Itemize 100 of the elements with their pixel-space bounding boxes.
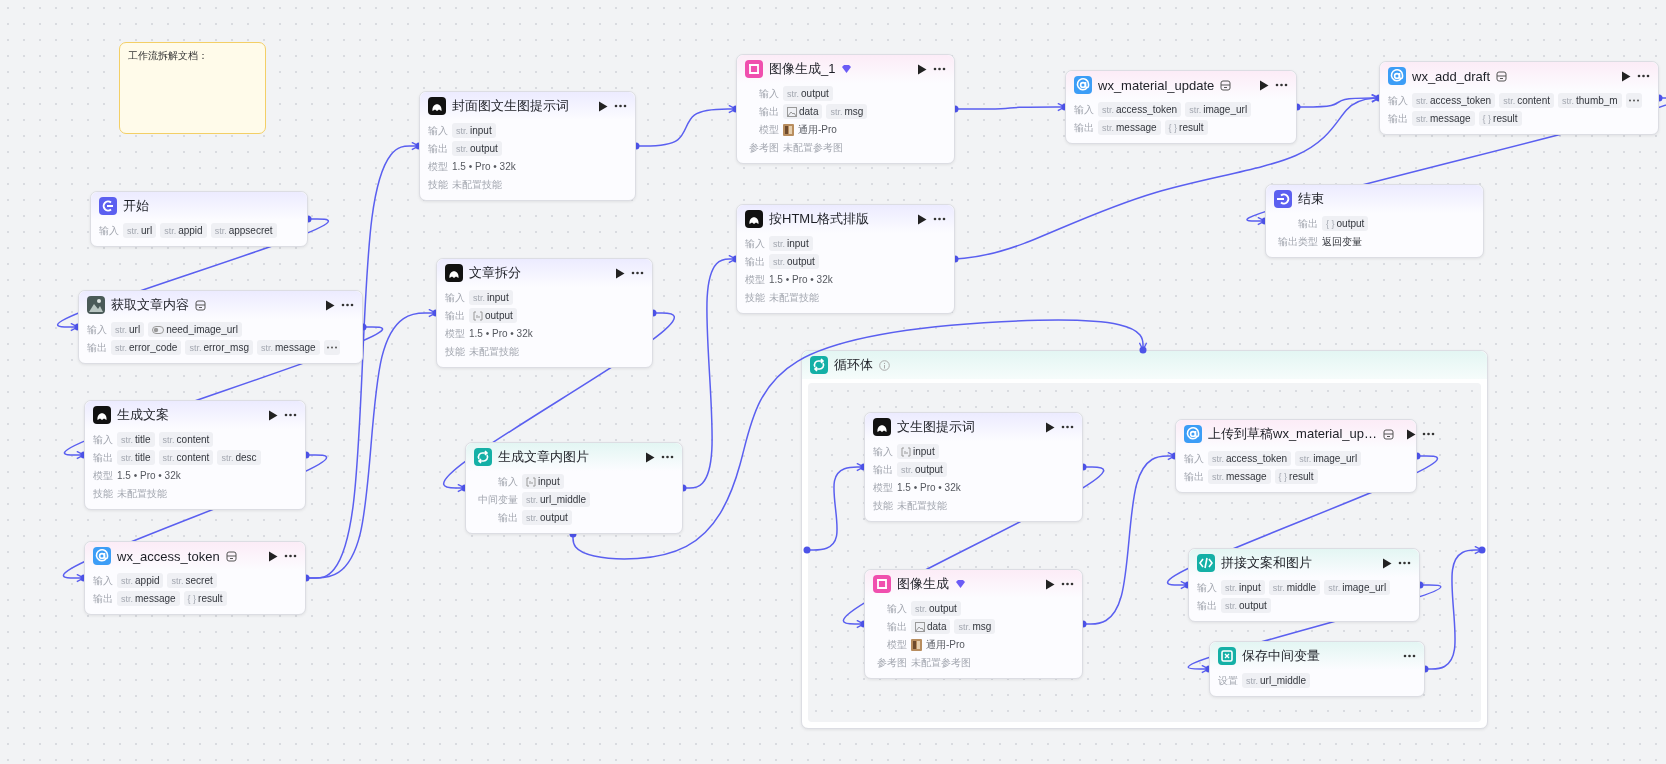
type-label: str. <box>121 593 133 604</box>
parameter-name: input <box>787 238 809 249</box>
type-label: str. <box>830 106 843 117</box>
sticky-note <box>119 42 266 134</box>
parameter-name: output <box>470 143 498 154</box>
type-label: str. <box>773 256 785 267</box>
type-label: str. <box>473 292 485 303</box>
type-label: { } <box>1326 218 1335 229</box>
type-label: str. <box>221 452 234 463</box>
node-title: 拼接文案和图片 <box>1221 554 1312 572</box>
parameter-name: msg <box>844 106 864 117</box>
workflow-node-card <box>84 541 306 615</box>
workflow-node-card <box>419 91 636 201</box>
workflow-node-card <box>1188 548 1420 622</box>
type-label: str. <box>1503 95 1516 106</box>
parameter-name: input <box>470 125 492 136</box>
node-title: 上传到草稿wx_material_up… <box>1208 425 1378 443</box>
parameter-name: url <box>141 225 153 236</box>
type-label: str. <box>456 125 468 136</box>
node-title: wx_add_draft <box>1412 68 1491 84</box>
type-label: str. <box>171 575 184 586</box>
parameter-name: result <box>1179 122 1204 133</box>
node-title: 图像生成 <box>897 575 949 593</box>
model-name: 通用-Pro <box>798 122 837 137</box>
type-label: str. <box>915 603 927 614</box>
parameter-name: result <box>198 593 223 604</box>
field-label: 输出 <box>93 591 113 606</box>
placeholder-text: 未配置技能 <box>117 486 167 501</box>
field-label: 输出类型 <box>1277 234 1318 249</box>
parameter-name: output <box>801 88 829 99</box>
field-label: 输出 <box>745 254 765 269</box>
field-label: 输入 <box>87 322 107 337</box>
field-label: 输出 <box>445 308 465 323</box>
field-label: 设置 <box>1218 673 1238 688</box>
parameter-name: output <box>1239 600 1267 611</box>
type-label: str. <box>773 238 785 249</box>
workflow-node-card <box>78 290 363 364</box>
field-label: 输出 <box>1197 598 1217 613</box>
type-label: { } <box>1278 471 1288 482</box>
workflow-node-card <box>864 569 1083 679</box>
parameter-name: content <box>176 434 210 445</box>
type-label: str. <box>1212 471 1224 482</box>
field-label: 输入 <box>445 290 465 305</box>
parameter-name: title <box>135 452 151 463</box>
node-title: 获取文章内容 <box>111 296 189 314</box>
workflow-node-card <box>736 54 955 164</box>
parameter-name: url_middle <box>540 494 587 505</box>
field-label: 技能 <box>445 344 465 359</box>
node-title: 按HTML格式排版 <box>769 210 870 228</box>
workflow-node-card <box>864 412 1083 522</box>
field-label: 输出 <box>758 104 779 119</box>
field-label: 模型 <box>758 122 779 137</box>
parameter-name: middle <box>1286 582 1317 593</box>
type-label: str. <box>162 452 175 463</box>
type-label: str. <box>787 88 799 99</box>
type-label: str. <box>526 512 538 523</box>
parameter-name: input <box>913 446 935 457</box>
type-label: str. <box>958 621 971 632</box>
field-label: 输入 <box>93 573 113 588</box>
type-label: str. <box>1102 122 1114 133</box>
parameter-name: thumb_m <box>1576 95 1618 106</box>
type-label: str. <box>121 452 133 463</box>
field-label: 输出 <box>497 510 518 525</box>
parameter-name: image_url <box>1313 453 1358 464</box>
field-label: 技能 <box>745 290 765 305</box>
field-label: 模型 <box>445 326 465 341</box>
model-name: 1.5 • Pro • 32k <box>469 328 533 339</box>
parameter-name: data <box>927 621 947 632</box>
workflow-node-card <box>1209 641 1425 697</box>
type-label: { } <box>1168 122 1178 133</box>
parameter-name: message <box>135 593 176 604</box>
type-label: str. <box>115 342 127 353</box>
parameter-name: input <box>487 292 509 303</box>
field-label: 输出 <box>873 462 893 477</box>
placeholder-text: 未配置技能 <box>769 290 819 305</box>
parameter-name: result <box>1289 471 1314 482</box>
parameter-name: output <box>540 512 568 523</box>
field-label: 输入 <box>428 123 448 138</box>
field-label: 技能 <box>93 486 113 501</box>
parameter-name: access_token <box>1226 453 1288 464</box>
field-label: 输入 <box>758 86 779 101</box>
type-label: str. <box>1416 113 1428 124</box>
field-label: 输入 <box>745 236 765 251</box>
type-label: str. <box>164 225 177 236</box>
field-label: 模型 <box>745 272 765 287</box>
type-label: str. <box>1328 582 1341 593</box>
parameter-name: output <box>915 464 943 475</box>
node-title: 文章拆分 <box>469 264 521 282</box>
type-label: str. <box>162 434 175 445</box>
workflow-node-card <box>84 400 306 510</box>
type-label: str. <box>127 225 139 236</box>
parameter-name: title <box>135 434 151 445</box>
node-title: 结束 <box>1298 190 1324 208</box>
placeholder-text: 未配置技能 <box>469 344 519 359</box>
parameter-name: secret <box>185 575 213 586</box>
field-value: 返回变量 <box>1322 234 1362 249</box>
field-label: 输出 <box>1388 111 1408 126</box>
field-label: 模型 <box>873 480 893 495</box>
model-name: 1.5 • Pro • 32k <box>897 482 961 493</box>
workflow-node-card <box>1065 70 1297 144</box>
